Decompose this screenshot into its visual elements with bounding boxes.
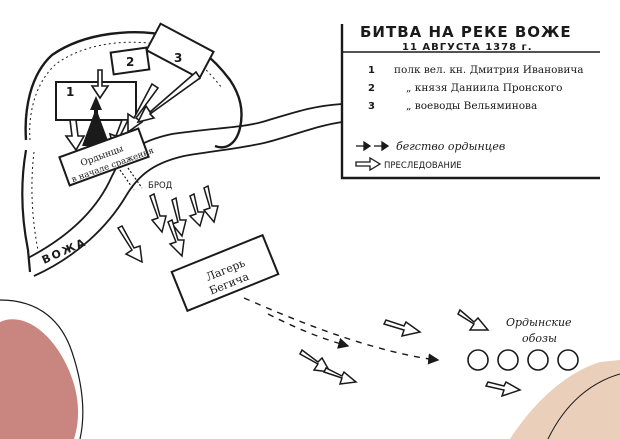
ford-label: БРОД — [148, 181, 173, 191]
ford-crossing — [119, 169, 135, 191]
legend-regiment-3-text: „ воеводы Вельяминова — [406, 100, 537, 112]
pursuit-legend-icon — [355, 156, 382, 172]
wagons-label-line2: обозы — [522, 332, 557, 345]
legend-panel: БИТВА НА РЕКЕ ВОЖЕ 11 АВГУСТА 1378 г. 1 … — [340, 23, 600, 180]
horde-flight-arrows — [116, 184, 522, 398]
begich-camp-box: Лагерь Бегича — [170, 233, 280, 313]
horde-advance-arrow-icon — [90, 96, 102, 122]
regiment-3-number: 3 — [174, 51, 182, 65]
legend-regiment-2-number: 2 — [368, 83, 375, 94]
regiment-2-number: 2 — [126, 55, 134, 69]
decorative-curve-line — [0, 299, 84, 439]
horde-wagons — [467, 349, 579, 371]
legend-title: БИТВА НА РЕКЕ ВОЖЕ — [360, 23, 572, 41]
decorative-rose-shape — [0, 319, 79, 439]
legend-regiment-1-text: полк вел. кн. Дмитрия Ивановича — [394, 64, 584, 76]
wagon-circle — [497, 349, 519, 371]
regiment-1-number: 1 — [66, 85, 74, 99]
legend-flight-label: бегство ордынцев — [396, 140, 505, 153]
wagon-circle — [467, 349, 489, 371]
decorative-curve-line-right — [547, 373, 620, 439]
legend-pursuit-label: ПРЕСЛЕДОВАНИЕ — [384, 161, 462, 171]
legend-date: 11 АВГУСТА 1378 г. — [402, 42, 533, 53]
flight-legend-icon — [356, 140, 390, 152]
wagon-circle — [557, 349, 579, 371]
decorative-beige-shape — [510, 360, 620, 439]
legend-regiment-2-text: „ князя Даниила Пронского — [406, 82, 563, 94]
legend-regiment-1-number: 1 — [368, 65, 375, 76]
legend-regiment-3-number: 3 — [368, 101, 375, 112]
regiment-3-box: 3 — [145, 22, 215, 80]
wagons-label-line1: Ордынские — [506, 316, 572, 329]
horde-troops-icon — [82, 108, 110, 146]
river-label: ВОЖА — [40, 235, 89, 266]
wagon-circle — [527, 349, 549, 371]
pursuit-arrows — [243, 297, 440, 365]
ford-crossing-2 — [127, 167, 143, 189]
regiment-2-box: 2 — [109, 46, 151, 76]
